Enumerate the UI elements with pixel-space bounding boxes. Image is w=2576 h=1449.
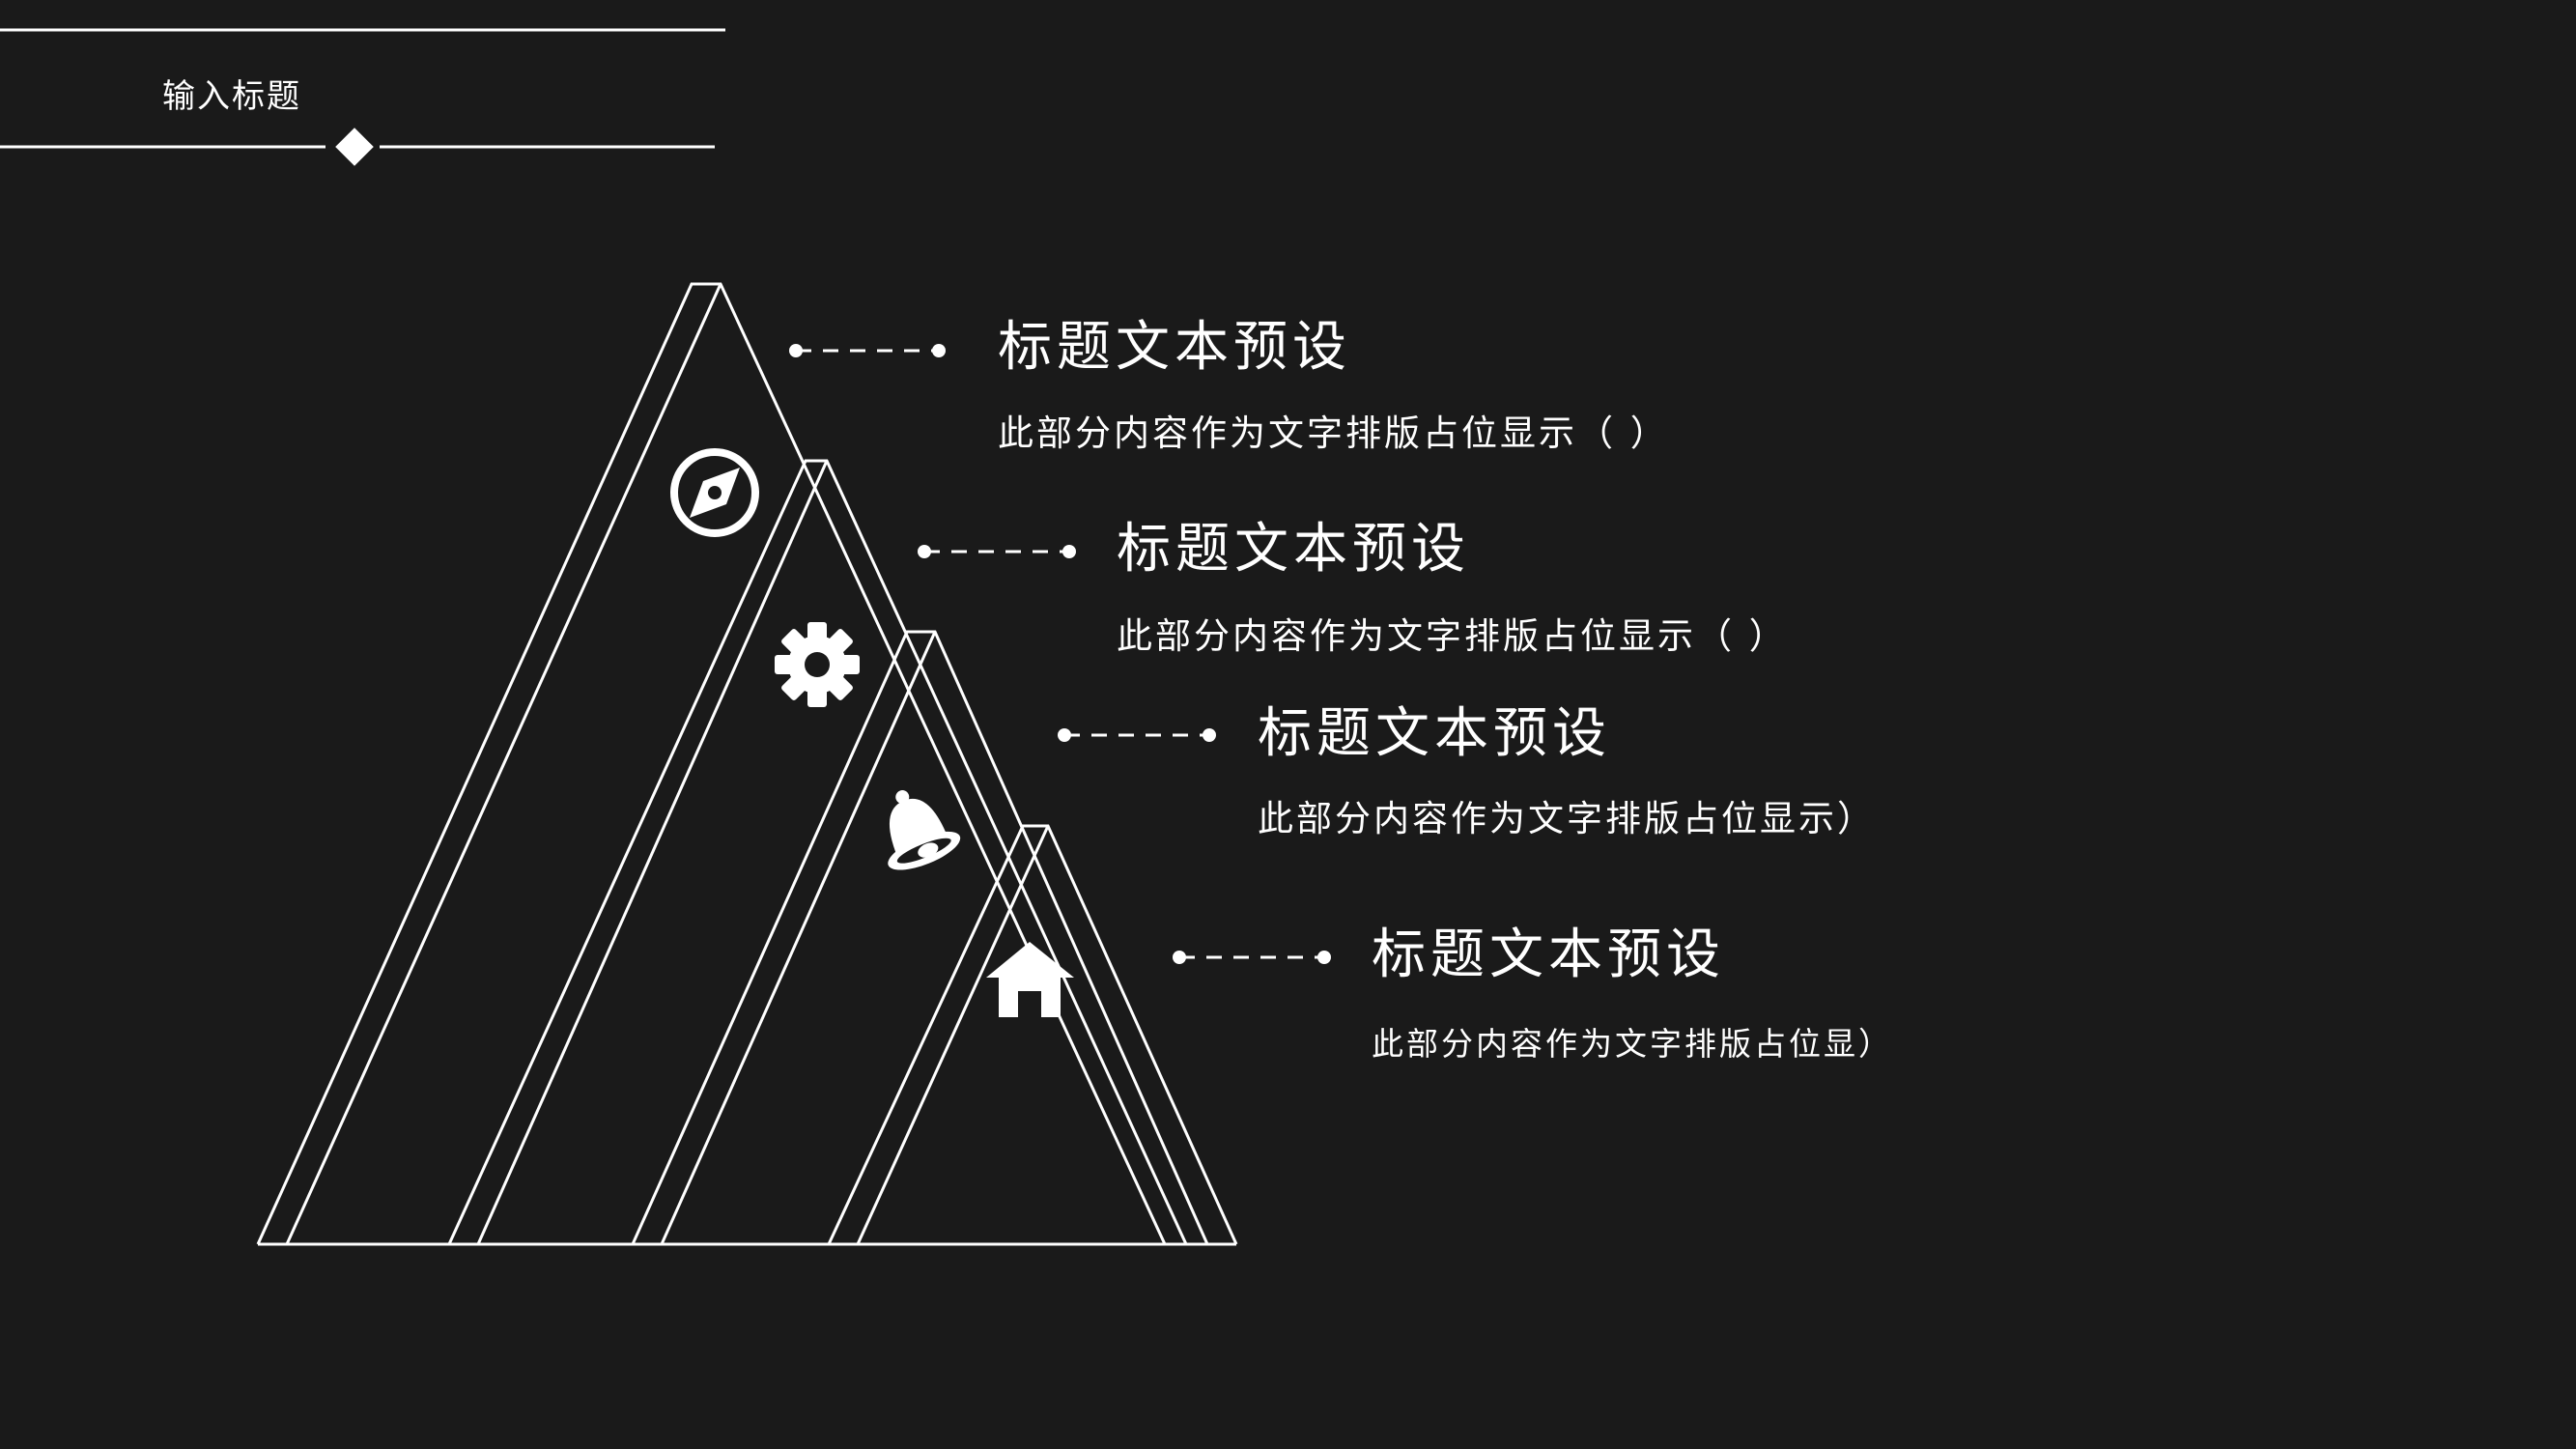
compass-icon bbox=[670, 448, 759, 537]
item-2-description: 此部分内容作为文字排版占位显示（ ） bbox=[1117, 615, 1788, 657]
peak-1 bbox=[256, 282, 1167, 1245]
peak-2 bbox=[447, 459, 1188, 1245]
item-3-description: 此部分内容作为文字排版占位显示） bbox=[1258, 798, 1876, 839]
connector-4-dot-end bbox=[1317, 951, 1331, 964]
item-4-title: 标题文本预设 bbox=[1372, 923, 1725, 986]
bell-icon bbox=[888, 790, 961, 870]
header-diamond bbox=[335, 128, 374, 166]
connector-1-dot-start bbox=[789, 344, 803, 357]
gear-icon bbox=[775, 622, 860, 707]
connector-2-dot-start bbox=[918, 545, 931, 558]
connector-1-dot-end bbox=[932, 344, 946, 357]
connector-3-dot-end bbox=[1203, 728, 1216, 742]
item-4-description: 此部分内容作为文字排版占位显） bbox=[1372, 1025, 1893, 1063]
header-title: 输入标题 bbox=[162, 77, 301, 116]
connector-3-dot-start bbox=[1058, 728, 1071, 742]
connector-4-dot-start bbox=[1173, 951, 1186, 964]
peak-4 bbox=[827, 824, 1238, 1245]
item-1-description: 此部分内容作为文字排版占位显示（ ） bbox=[998, 412, 1669, 454]
home-icon bbox=[986, 942, 1074, 1017]
item-1-title: 标题文本预设 bbox=[998, 316, 1351, 379]
connector-2-dot-end bbox=[1062, 545, 1076, 558]
peak-3 bbox=[631, 630, 1209, 1245]
item-3-title: 标题文本预设 bbox=[1258, 702, 1611, 765]
item-2-title: 标题文本预设 bbox=[1117, 518, 1470, 581]
